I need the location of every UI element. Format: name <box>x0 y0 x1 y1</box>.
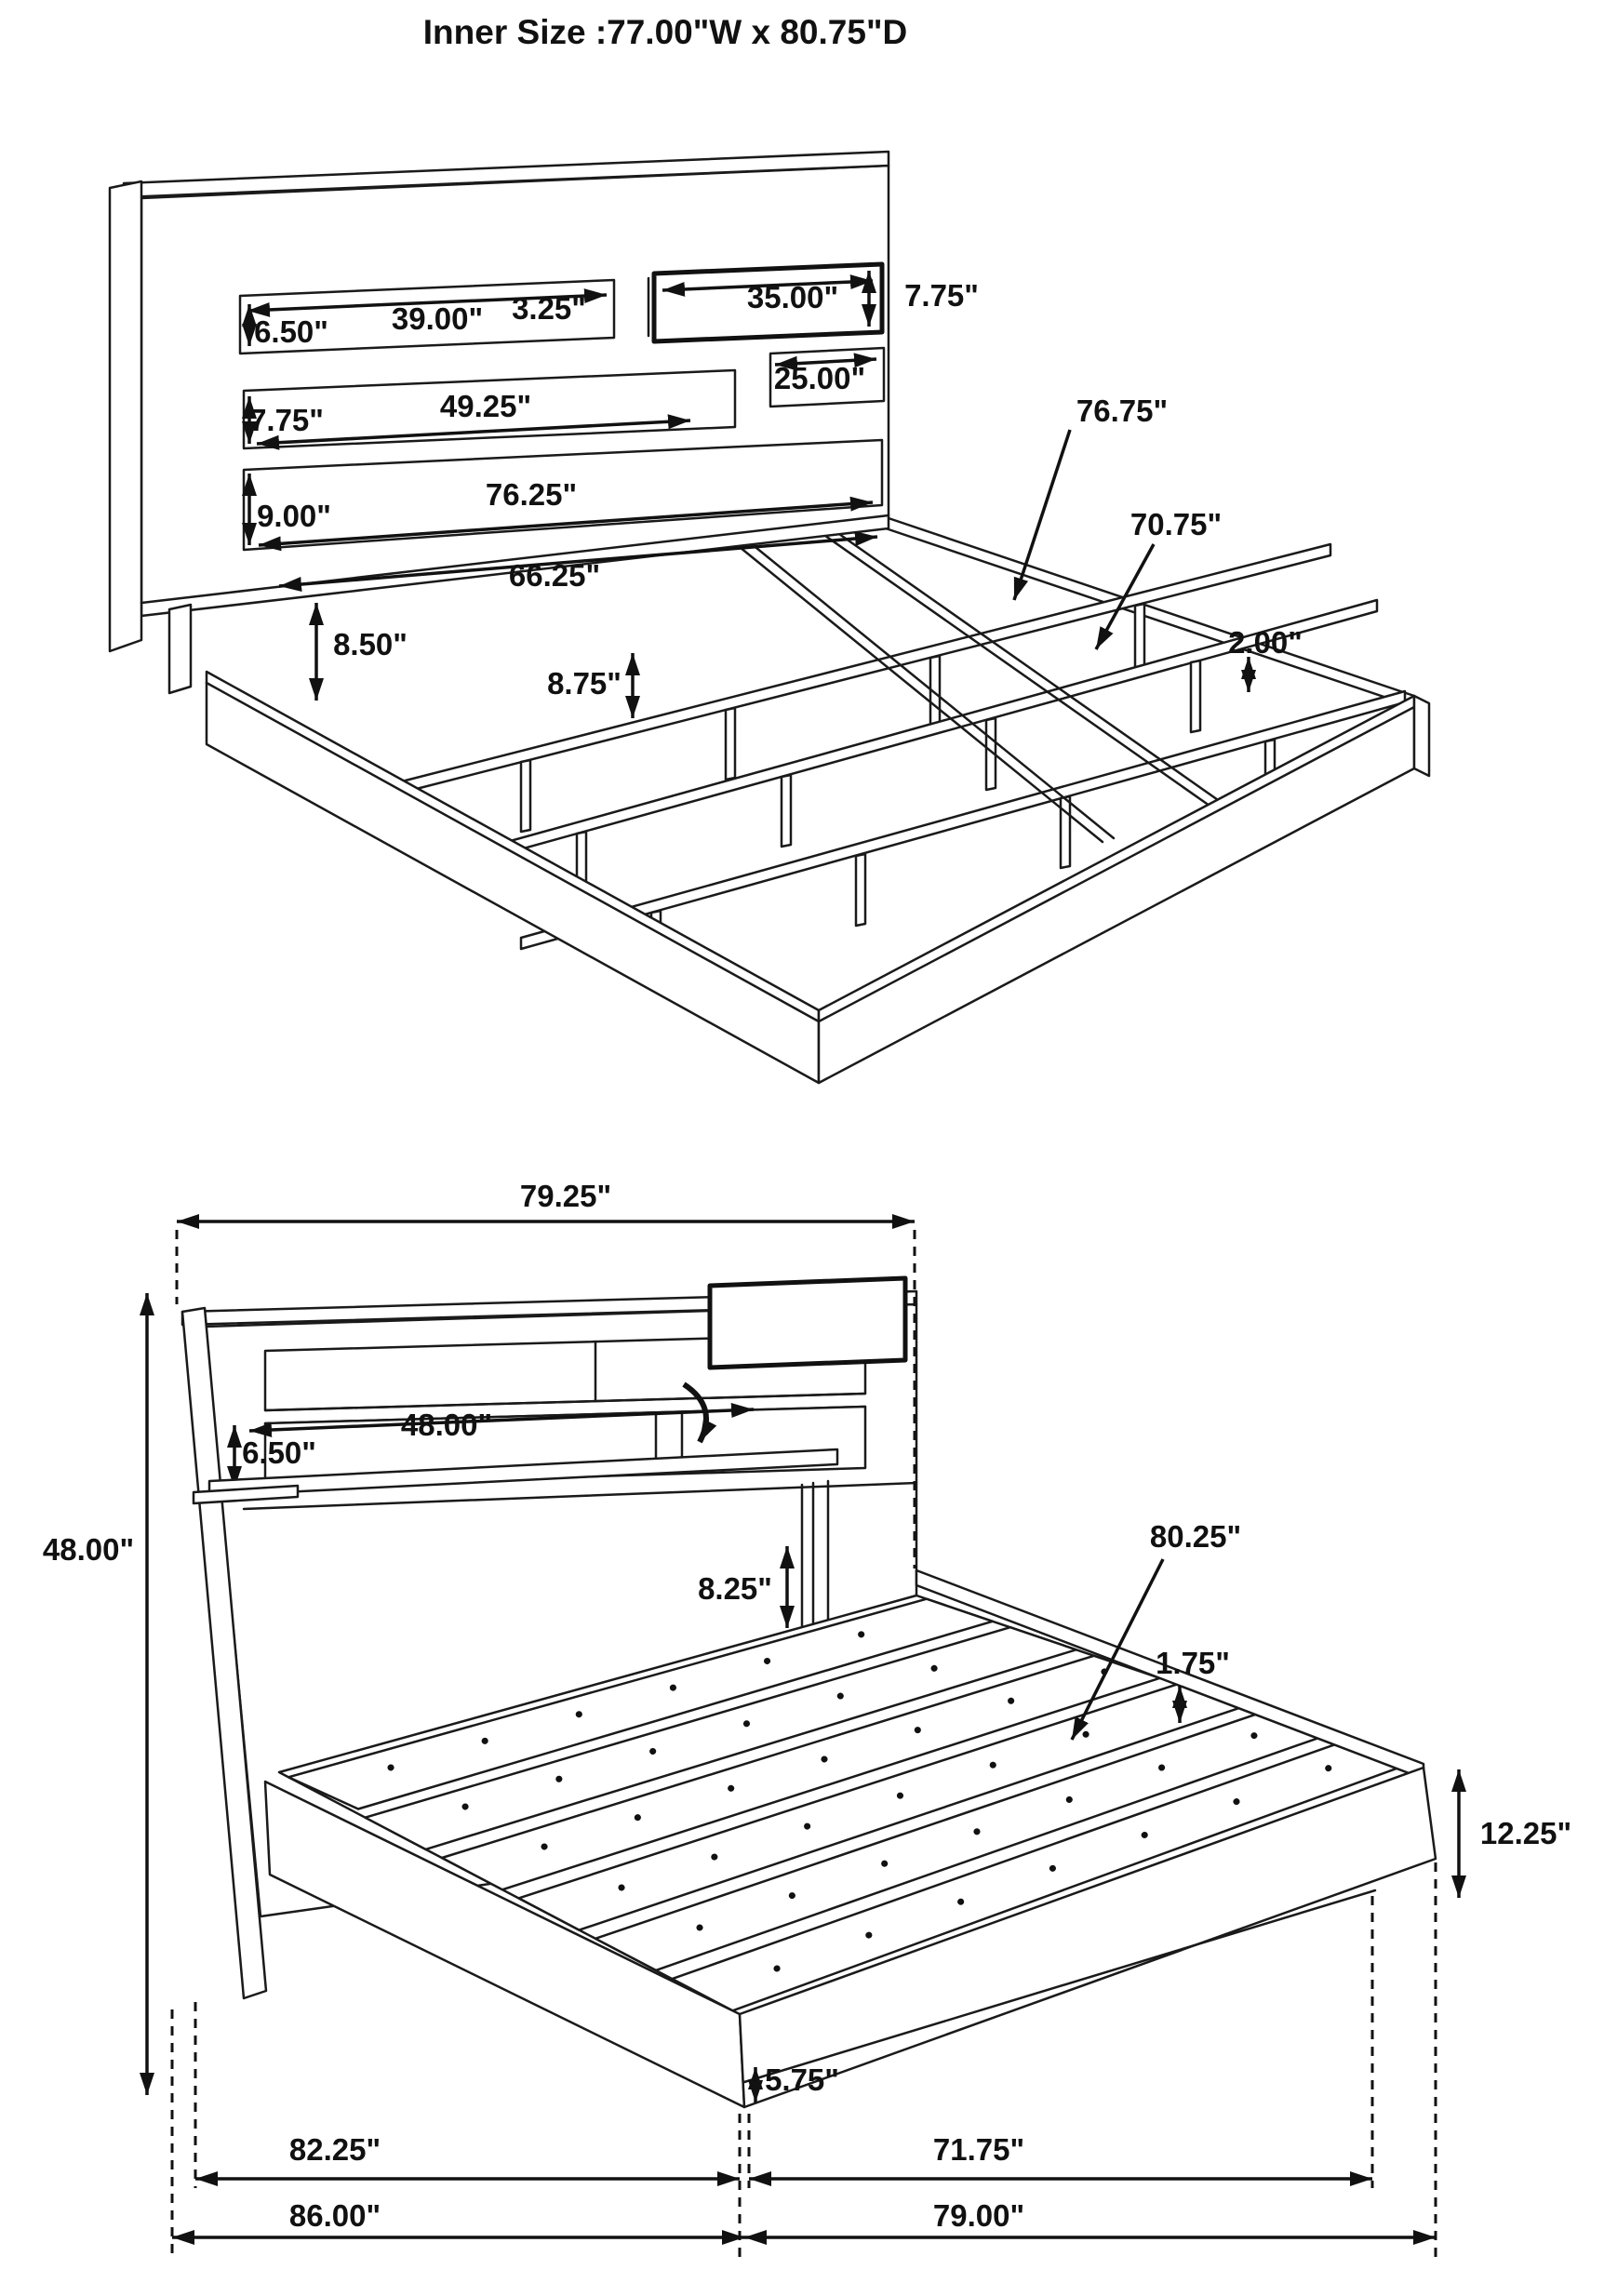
flip-shelf-bracket <box>192 1484 300 1505</box>
dim-flip-shelf-height: 6.50" <box>242 1435 316 1470</box>
dim-arrow-66.25 <box>278 530 878 593</box>
flip-direction-arrow <box>682 1382 717 1444</box>
dim-arrow-39.00 <box>247 288 608 317</box>
headboard-top-view <box>108 150 890 695</box>
dim-front-rail-lip: 5.75" <box>765 2062 839 2097</box>
headboard-left-panel <box>108 180 143 653</box>
top-diagram-dimensions <box>278 429 1256 718</box>
dim-bottom-panel-height: 9.00" <box>257 499 331 533</box>
dim-cross-rail-length: 76.75" <box>1076 394 1168 428</box>
headboard-left-leg <box>180 1306 268 2000</box>
dim-headboard-clearance: 8.50" <box>333 627 408 661</box>
dim-top-shelf-divider-width: 3.25" <box>512 291 586 326</box>
right-cubby-box <box>707 1275 908 1370</box>
dim-overall-depth: 86.00" <box>289 2198 381 2233</box>
slat-screws <box>541 1667 1111 1850</box>
extension-lines-bottom <box>170 1862 1437 2259</box>
foot-rail-edge <box>817 705 1416 1023</box>
slat-deck <box>263 1568 1437 2109</box>
bottom-diagram: 79.25" 48.00" 48.00" 6.50" 8.25" 80.25" … <box>43 1179 1571 2259</box>
dim-platform-height: 12.25" <box>1480 1816 1571 1850</box>
near-rail-edge <box>205 681 821 1023</box>
slat-screws <box>618 1696 1195 1891</box>
dim-frame-width: 79.00" <box>933 2198 1024 2233</box>
leader-80.25 <box>1070 1558 1165 1741</box>
dim-bottom-panel-width: 76.25" <box>486 477 577 512</box>
dim-middle-shelf-opening-width: 49.25" <box>440 389 531 423</box>
foot-rail-inner-edge <box>742 1889 1377 2084</box>
dim-deck-span: 71.75" <box>933 2132 1024 2167</box>
dim-top-shelf-opening-height: 6.50" <box>254 314 328 349</box>
bottom-diagram-dimensions <box>140 1214 1466 2259</box>
dim-slat-deck-length: 80.25" <box>1150 1519 1241 1554</box>
foot-rail <box>738 1766 1437 2109</box>
dim-deck-to-shelf-height: 8.25" <box>698 1571 772 1606</box>
top-diagram: 6.50" 39.00" 3.25" 35.00" 7.75" 25.00" 7… <box>108 150 1431 1085</box>
headboard-support-posts <box>800 1479 830 1628</box>
dim-lower-right-cubby-width: 25.00" <box>774 361 865 395</box>
dim-center-rail-length: 70.75" <box>1130 507 1222 541</box>
slat-screws <box>387 1609 943 1771</box>
dim-top-shelf-opening-width: 39.00" <box>392 301 483 336</box>
slat-screws <box>461 1638 1027 1810</box>
dim-headboard-height: 48.00" <box>43 1532 134 1567</box>
page-title: Inner Size :77.00"W x 80.75"D <box>422 13 908 51</box>
far-side-rail <box>884 515 1416 709</box>
dim-middle-shelf-opening-height: 7.75" <box>249 403 324 437</box>
dim-side-rail-lip: 1.75" <box>1156 1646 1230 1680</box>
deck-slat <box>287 1597 995 1810</box>
foot-rail-end-cap <box>1412 694 1431 778</box>
dim-right-cubby-width: 35.00" <box>747 280 838 314</box>
bed-frame-rails <box>205 315 1431 1085</box>
dim-arrow-49.25 <box>256 414 691 450</box>
dim-rail-lip-height: 2.00" <box>1228 625 1303 660</box>
dim-headboard-width: 79.25" <box>520 1179 611 1213</box>
dim-arrow-25.00 <box>774 353 877 371</box>
dim-flip-shelf-width: 48.00" <box>401 1408 492 1442</box>
headboard-left-leg <box>167 603 193 695</box>
dim-arrow-35.00 <box>662 274 874 297</box>
leader-76.75 <box>1012 429 1072 601</box>
extension-lines-79.25 <box>175 1230 916 1568</box>
dim-support-leg-height: 8.75" <box>547 666 622 701</box>
dim-headboard-to-front-span: 82.25" <box>289 2132 381 2167</box>
bottom-panel-edge <box>242 1481 918 1511</box>
dim-right-cubby-height: 7.75" <box>904 278 979 313</box>
leader-70.75 <box>1094 543 1156 650</box>
dim-arrow-48.00 <box>248 1403 755 1437</box>
dim-inner-rail-span: 66.25" <box>509 558 600 593</box>
deck-slat <box>364 1625 1077 1851</box>
